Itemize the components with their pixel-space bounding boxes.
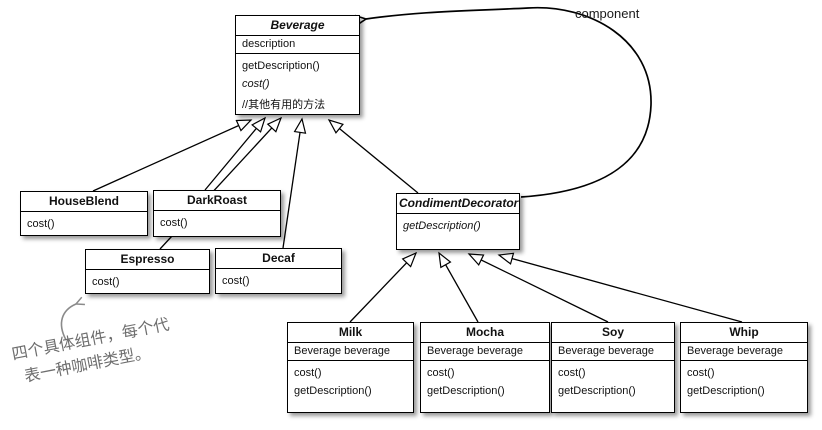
class-espresso: Espresso cost() bbox=[85, 249, 210, 294]
component-association-arrow bbox=[354, 6, 652, 198]
class-methods: cost() getDescription() bbox=[288, 361, 413, 405]
class-title: Mocha bbox=[421, 323, 549, 343]
class-methods: getDescription() bbox=[397, 214, 519, 240]
class-methods: cost() bbox=[86, 270, 209, 296]
class-mocha: Mocha Beverage beverage cost() getDescri… bbox=[420, 322, 550, 413]
class-title: Espresso bbox=[86, 250, 209, 270]
class-methods: cost() getDescription() bbox=[552, 361, 674, 405]
method: getDescription() bbox=[242, 60, 320, 72]
class-title: CondimentDecorator bbox=[397, 194, 519, 214]
class-title: Milk bbox=[288, 323, 413, 343]
class-condimentdecorator: CondimentDecorator getDescription() bbox=[396, 193, 520, 250]
class-soy: Soy Beverage beverage cost() getDescript… bbox=[551, 322, 675, 413]
class-darkroast: DarkRoast cost() bbox=[153, 190, 281, 237]
class-title: HouseBlend bbox=[21, 192, 147, 212]
method: getDescription() bbox=[687, 385, 765, 397]
method: cost() bbox=[160, 217, 188, 229]
method: cost() bbox=[558, 367, 586, 379]
generalization-arrow-milk bbox=[349, 253, 416, 323]
generalization-arrow-houseblend bbox=[92, 120, 251, 192]
class-milk: Milk Beverage beverage cost() getDescrip… bbox=[287, 322, 414, 413]
generalization-arrow-darkroast bbox=[204, 118, 265, 191]
method: cost() bbox=[242, 78, 270, 90]
class-decaf: Decaf cost() bbox=[215, 248, 342, 294]
generalization-arrow-whip bbox=[499, 255, 743, 323]
class-attribute: Beverage beverage bbox=[552, 343, 674, 361]
class-attribute: Beverage beverage bbox=[421, 343, 549, 361]
class-title: Beverage bbox=[236, 16, 359, 36]
method: cost() bbox=[92, 276, 120, 288]
class-title: DarkRoast bbox=[154, 191, 280, 211]
class-methods: cost() getDescription() bbox=[421, 361, 549, 405]
method: cost() bbox=[427, 367, 455, 379]
note-arrow bbox=[60, 296, 85, 341]
generalization-arrow-decaf bbox=[282, 119, 302, 249]
method: cost() bbox=[222, 275, 250, 287]
method: getDescription() bbox=[294, 385, 372, 397]
generalization-arrow-mocha bbox=[439, 253, 479, 323]
method: //其他有用的方法 bbox=[242, 99, 326, 111]
method: getDescription() bbox=[403, 220, 481, 232]
generalization-arrow-condimentdecorator bbox=[329, 120, 419, 194]
class-attribute: Beverage beverage bbox=[288, 343, 413, 361]
class-methods: cost() bbox=[21, 212, 147, 238]
method: cost() bbox=[27, 218, 55, 230]
class-attribute: description bbox=[236, 36, 359, 54]
class-methods: cost() getDescription() bbox=[681, 361, 807, 405]
class-title: Decaf bbox=[216, 249, 341, 269]
class-methods: getDescription() cost() //其他有用的方法 bbox=[236, 54, 359, 120]
class-whip: Whip Beverage beverage cost() getDescrip… bbox=[680, 322, 808, 413]
method: cost() bbox=[687, 367, 715, 379]
class-methods: cost() bbox=[216, 269, 341, 295]
class-title: Soy bbox=[552, 323, 674, 343]
class-title: Whip bbox=[681, 323, 807, 343]
method: getDescription() bbox=[427, 385, 505, 397]
generalization-arrow-soy bbox=[469, 254, 609, 323]
class-houseblend: HouseBlend cost() bbox=[20, 191, 148, 236]
method: cost() bbox=[294, 367, 322, 379]
class-beverage: Beverage description getDescription() co… bbox=[235, 15, 360, 115]
method: getDescription() bbox=[558, 385, 636, 397]
class-methods: cost() bbox=[154, 211, 280, 237]
component-label: component bbox=[575, 6, 640, 21]
class-attribute: Beverage beverage bbox=[681, 343, 807, 361]
